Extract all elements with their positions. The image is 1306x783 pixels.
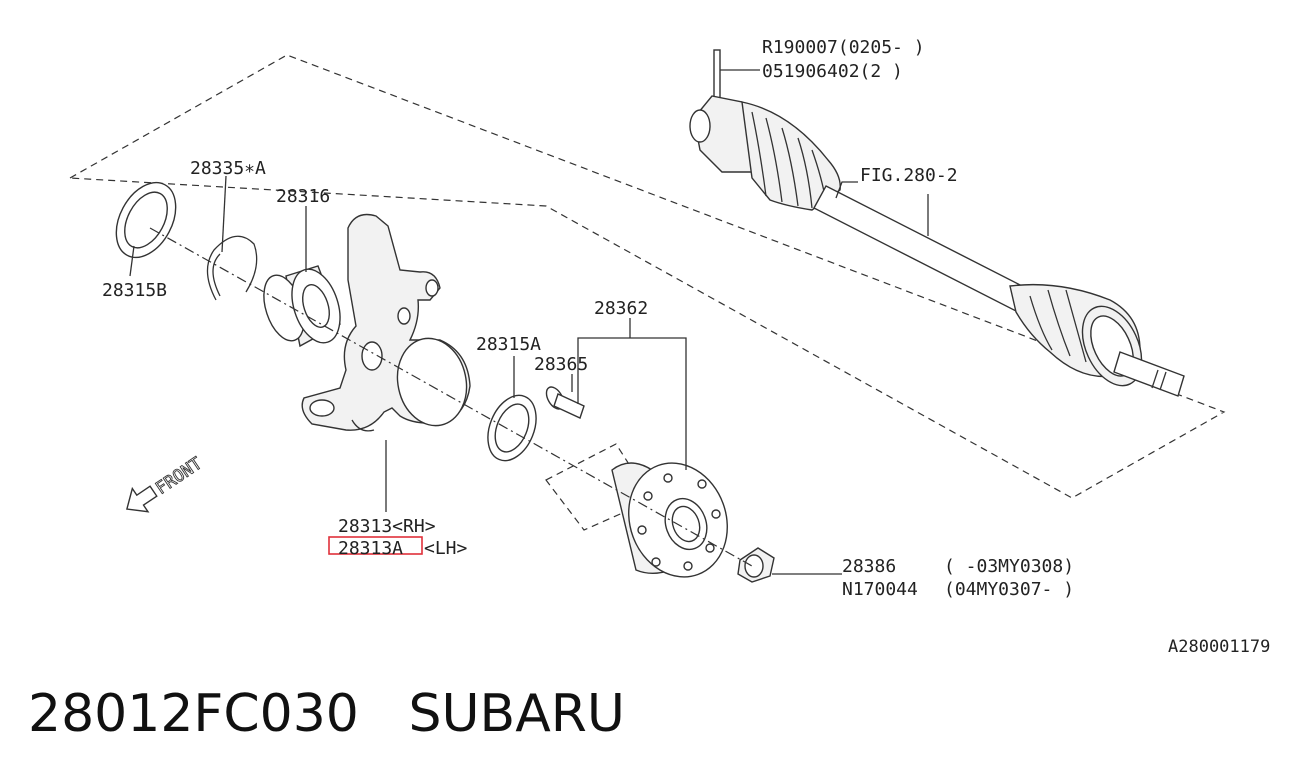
label-seal-b: 28315B bbox=[102, 280, 167, 301]
label-housing-lh-part: 28313A bbox=[338, 538, 403, 559]
label-housing-lh-side: <LH> bbox=[424, 538, 468, 559]
circlip bbox=[206, 235, 258, 301]
oil-seal-a bbox=[487, 394, 537, 462]
label-housing-rh: 28313<RH> bbox=[338, 516, 436, 537]
label-nut-range: ( -03MY0308) bbox=[944, 556, 1074, 577]
assembly-boundary bbox=[69, 54, 1226, 499]
axle-nut bbox=[737, 547, 775, 583]
highlight-box bbox=[328, 536, 423, 555]
label-cotter-pin: R190007(0205- ) bbox=[762, 37, 925, 58]
label-hub-bolt: 28365 bbox=[534, 354, 588, 375]
label-axle-ref: FIG.280-2 bbox=[860, 165, 958, 186]
front-label: FRONT bbox=[152, 454, 206, 499]
wheel-bearing bbox=[263, 265, 341, 348]
hub-bolt bbox=[545, 386, 585, 419]
assembly-axis bbox=[149, 227, 753, 567]
knuckle-housing bbox=[301, 213, 471, 432]
label-cotter-pin-alt: 051906402(2 ) bbox=[762, 61, 903, 82]
label-nut: 28386 bbox=[842, 556, 896, 577]
oil-seal-b bbox=[115, 181, 177, 259]
drawing-id: A280001179 bbox=[1168, 637, 1270, 657]
cotter-pin bbox=[713, 49, 721, 103]
front-direction-arrow: FRONT bbox=[126, 453, 206, 513]
label-circlip: 28335∗A bbox=[190, 158, 266, 179]
label-nut-alt: N170044 bbox=[842, 579, 918, 600]
label-seal-a: 28315A bbox=[476, 334, 541, 355]
part-number-caption: 28012FC030 SUBARU bbox=[28, 684, 625, 744]
label-nut-alt-range: (04MY0307- ) bbox=[944, 579, 1074, 600]
label-bearing: 28316 bbox=[276, 186, 330, 207]
drive-axle-assembly bbox=[689, 49, 1185, 397]
wheel-hub bbox=[545, 443, 728, 578]
label-hub: 28362 bbox=[594, 298, 648, 319]
